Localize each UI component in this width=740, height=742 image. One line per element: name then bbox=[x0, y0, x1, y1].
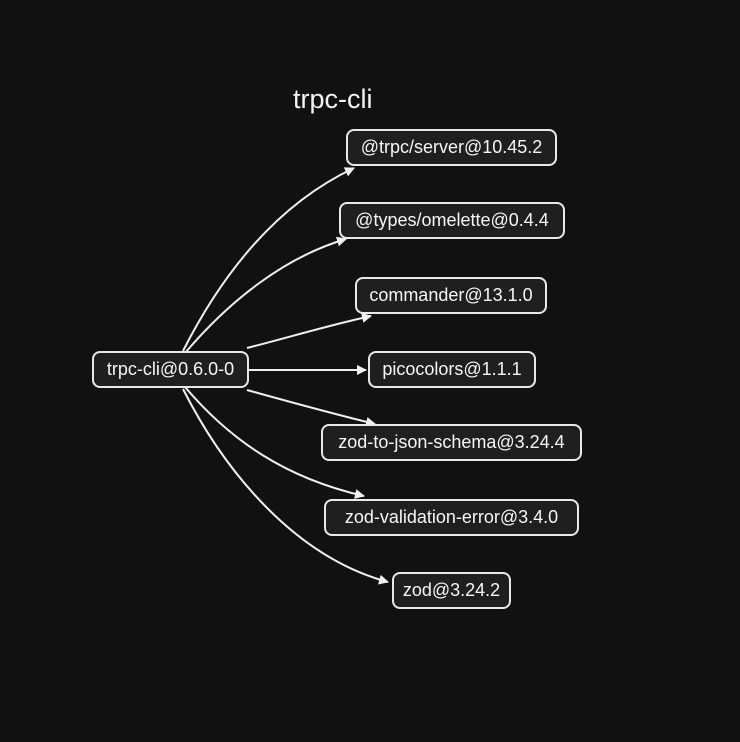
dep-node-types-omelette: @types/omelette@0.4.4 bbox=[339, 202, 565, 239]
edge-zod-validation-error bbox=[184, 386, 365, 499]
dep-node-trpc-server: @trpc/server@10.45.2 bbox=[346, 129, 557, 166]
root-node: trpc-cli@0.6.0-0 bbox=[92, 351, 249, 388]
dep-node-commander: commander@13.1.0 bbox=[355, 277, 547, 314]
edge-zod bbox=[182, 388, 389, 585]
edge-trpc-server bbox=[182, 167, 355, 352]
edge-zod-to-json-schema bbox=[246, 389, 376, 427]
edge-commander bbox=[246, 313, 372, 349]
dep-node-zod-validation-error: zod-validation-error@3.4.0 bbox=[324, 499, 579, 536]
dep-node-zod: zod@3.24.2 bbox=[392, 572, 511, 609]
dep-node-zod-to-json-schema: zod-to-json-schema@3.24.4 bbox=[321, 424, 582, 461]
dep-node-picocolors: picocolors@1.1.1 bbox=[368, 351, 536, 388]
edge-types-omelette bbox=[184, 236, 347, 354]
graph-title: trpc-cli bbox=[293, 84, 373, 114]
